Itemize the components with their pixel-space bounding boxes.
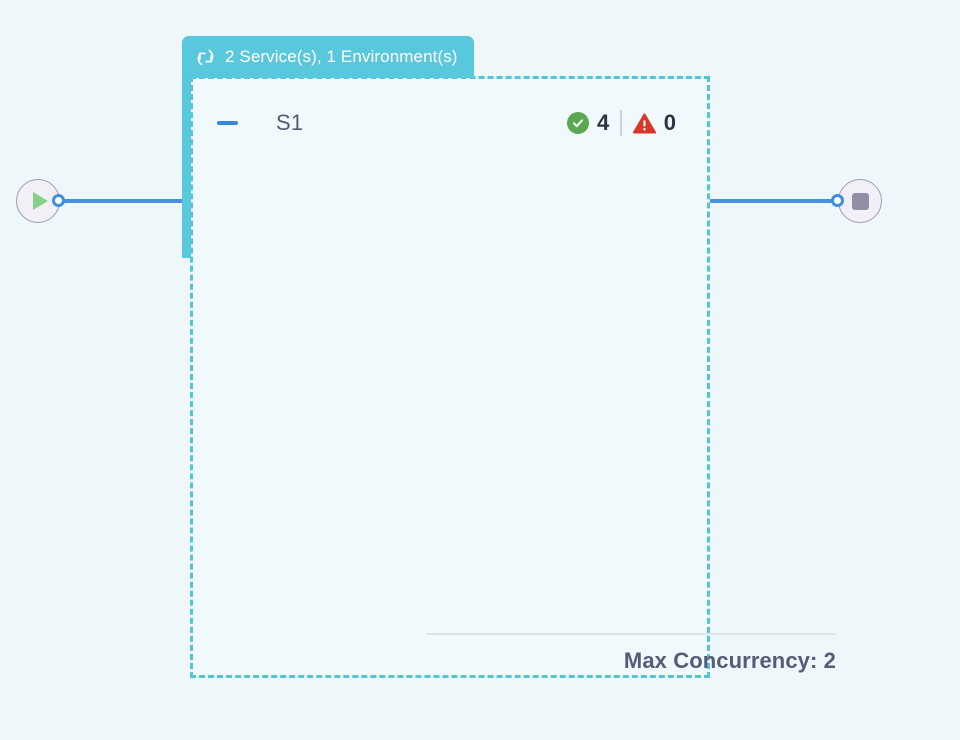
- success-status: 4: [567, 110, 609, 136]
- group-toolbar: S1 4: [190, 98, 710, 148]
- status-divider: [620, 110, 622, 136]
- success-count: 4: [597, 110, 610, 135]
- loop-repeat-icon: [195, 47, 216, 68]
- max-concurrency-label: Max Concurrency: 2: [623, 648, 836, 673]
- end-node[interactable]: [838, 179, 882, 223]
- status-cluster: 4 0: [567, 110, 676, 136]
- group-left-accent-strip: [182, 76, 191, 258]
- end-input-handle[interactable]: [831, 194, 844, 207]
- play-icon: [33, 192, 48, 210]
- group-name-label: S1: [276, 110, 304, 135]
- warning-triangle-icon: [632, 112, 656, 134]
- check-circle-icon: [567, 112, 589, 134]
- service-group[interactable]: 2 Service(s), 1 Environment(s) S1 4: [182, 36, 836, 680]
- edge-start-to-group[interactable]: [60, 199, 192, 203]
- start-output-handle[interactable]: [52, 194, 65, 207]
- group-header[interactable]: 2 Service(s), 1 Environment(s): [182, 36, 474, 78]
- group-header-title: 2 Service(s), 1 Environment(s): [225, 47, 458, 66]
- group-dashed-body: [190, 76, 710, 678]
- edge-group-to-end[interactable]: [708, 199, 840, 203]
- stop-icon: [851, 192, 869, 210]
- error-status: 0: [632, 110, 676, 136]
- group-footer-divider: [426, 633, 836, 635]
- error-count: 0: [663, 110, 676, 135]
- minus-icon: [216, 121, 238, 125]
- collapse-toggle-button[interactable]: [214, 110, 240, 136]
